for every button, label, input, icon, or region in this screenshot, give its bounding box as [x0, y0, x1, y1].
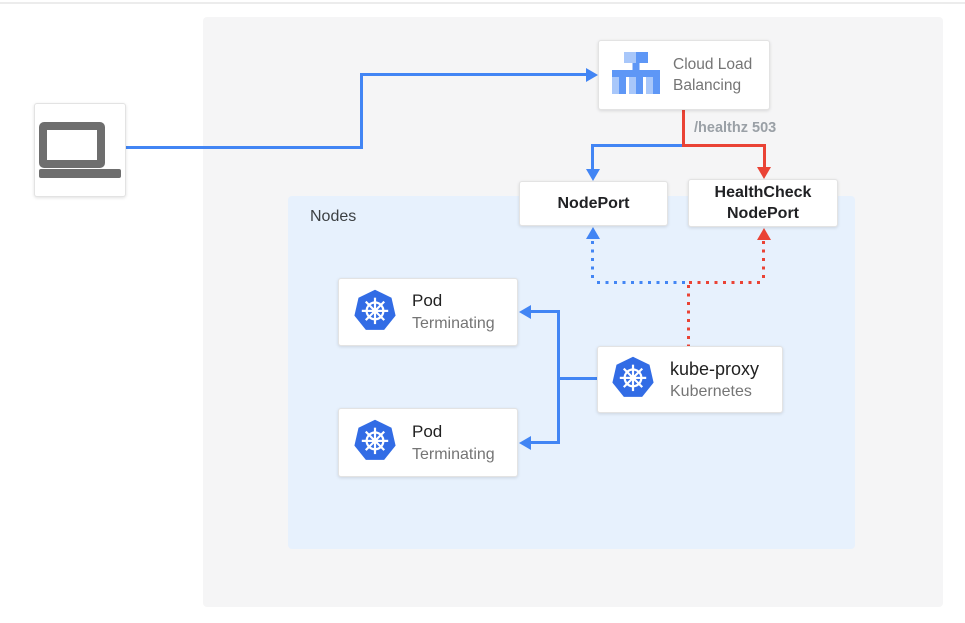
client-node — [34, 103, 126, 197]
edge-to-pod2 — [531, 441, 559, 444]
pod-title: Pod — [412, 291, 443, 310]
edge-client-horizontal — [126, 146, 362, 149]
edge-branch-red — [682, 143, 766, 147]
kubernetes-icon — [353, 418, 397, 467]
arrow-into-clb-icon — [586, 67, 598, 82]
edge-to-healthcheck — [763, 143, 766, 168]
cloud-load-balancing-node: Cloud Load Balancing — [598, 40, 770, 110]
arrow-into-pod2-icon — [519, 435, 531, 450]
arrow-up-healthcheck-icon — [757, 228, 771, 240]
kubernetes-icon — [353, 288, 397, 337]
laptop-icon — [39, 122, 121, 178]
arrow-into-healthcheck-icon — [757, 167, 771, 179]
kube-proxy-subtitle: Kubernetes — [670, 382, 752, 400]
healthcheck-nodeport-node: HealthCheck NodePort — [688, 179, 838, 227]
pod-2-node: Pod Terminating — [338, 408, 518, 477]
healthz-status-label: /healthz 503 — [694, 120, 777, 136]
edge-client-vertical — [360, 73, 363, 149]
cloud-load-balancing-label: Cloud Load Balancing — [673, 56, 753, 94]
arrow-up-nodeport-icon — [585, 227, 600, 239]
edge-client-to-clb — [360, 73, 588, 76]
healthcheck-label-line1: HealthCheck — [714, 184, 812, 201]
kube-proxy-title: kube-proxy — [670, 358, 760, 379]
dotted-red-horizontal — [689, 281, 765, 284]
kubernetes-icon — [611, 355, 655, 404]
edge-kubeproxy-left — [558, 376, 597, 380]
top-divider — [0, 2, 965, 4]
arrow-into-nodeport-icon — [585, 169, 600, 181]
cloud-load-balancing-icon — [610, 50, 662, 101]
dotted-kubeproxy-up — [686, 285, 690, 346]
edge-branch-blue — [591, 143, 683, 147]
arrow-into-pod1-icon — [519, 304, 531, 319]
nodeport-node: NodePort — [519, 181, 668, 226]
healthcheck-label-line2: NodePort — [727, 205, 799, 222]
pod-status: Terminating — [412, 315, 495, 332]
edge-clb-down-red — [682, 110, 685, 146]
dotted-red-vertical — [762, 241, 765, 283]
pod-1-node: Pod Terminating — [338, 278, 518, 346]
pod-status: Terminating — [412, 445, 495, 463]
dotted-blue-horizontal — [597, 281, 689, 284]
kube-proxy-node: kube-proxy Kubernetes — [597, 346, 783, 413]
edge-to-nodeport — [591, 143, 594, 170]
nodeport-label: NodePort — [557, 194, 630, 212]
pod-title: Pod — [412, 421, 443, 441]
edge-pods-vertical — [556, 310, 560, 444]
nodes-group-label: Nodes — [310, 208, 357, 225]
dotted-blue-vertical — [590, 241, 594, 283]
edge-to-pod1 — [531, 310, 559, 313]
